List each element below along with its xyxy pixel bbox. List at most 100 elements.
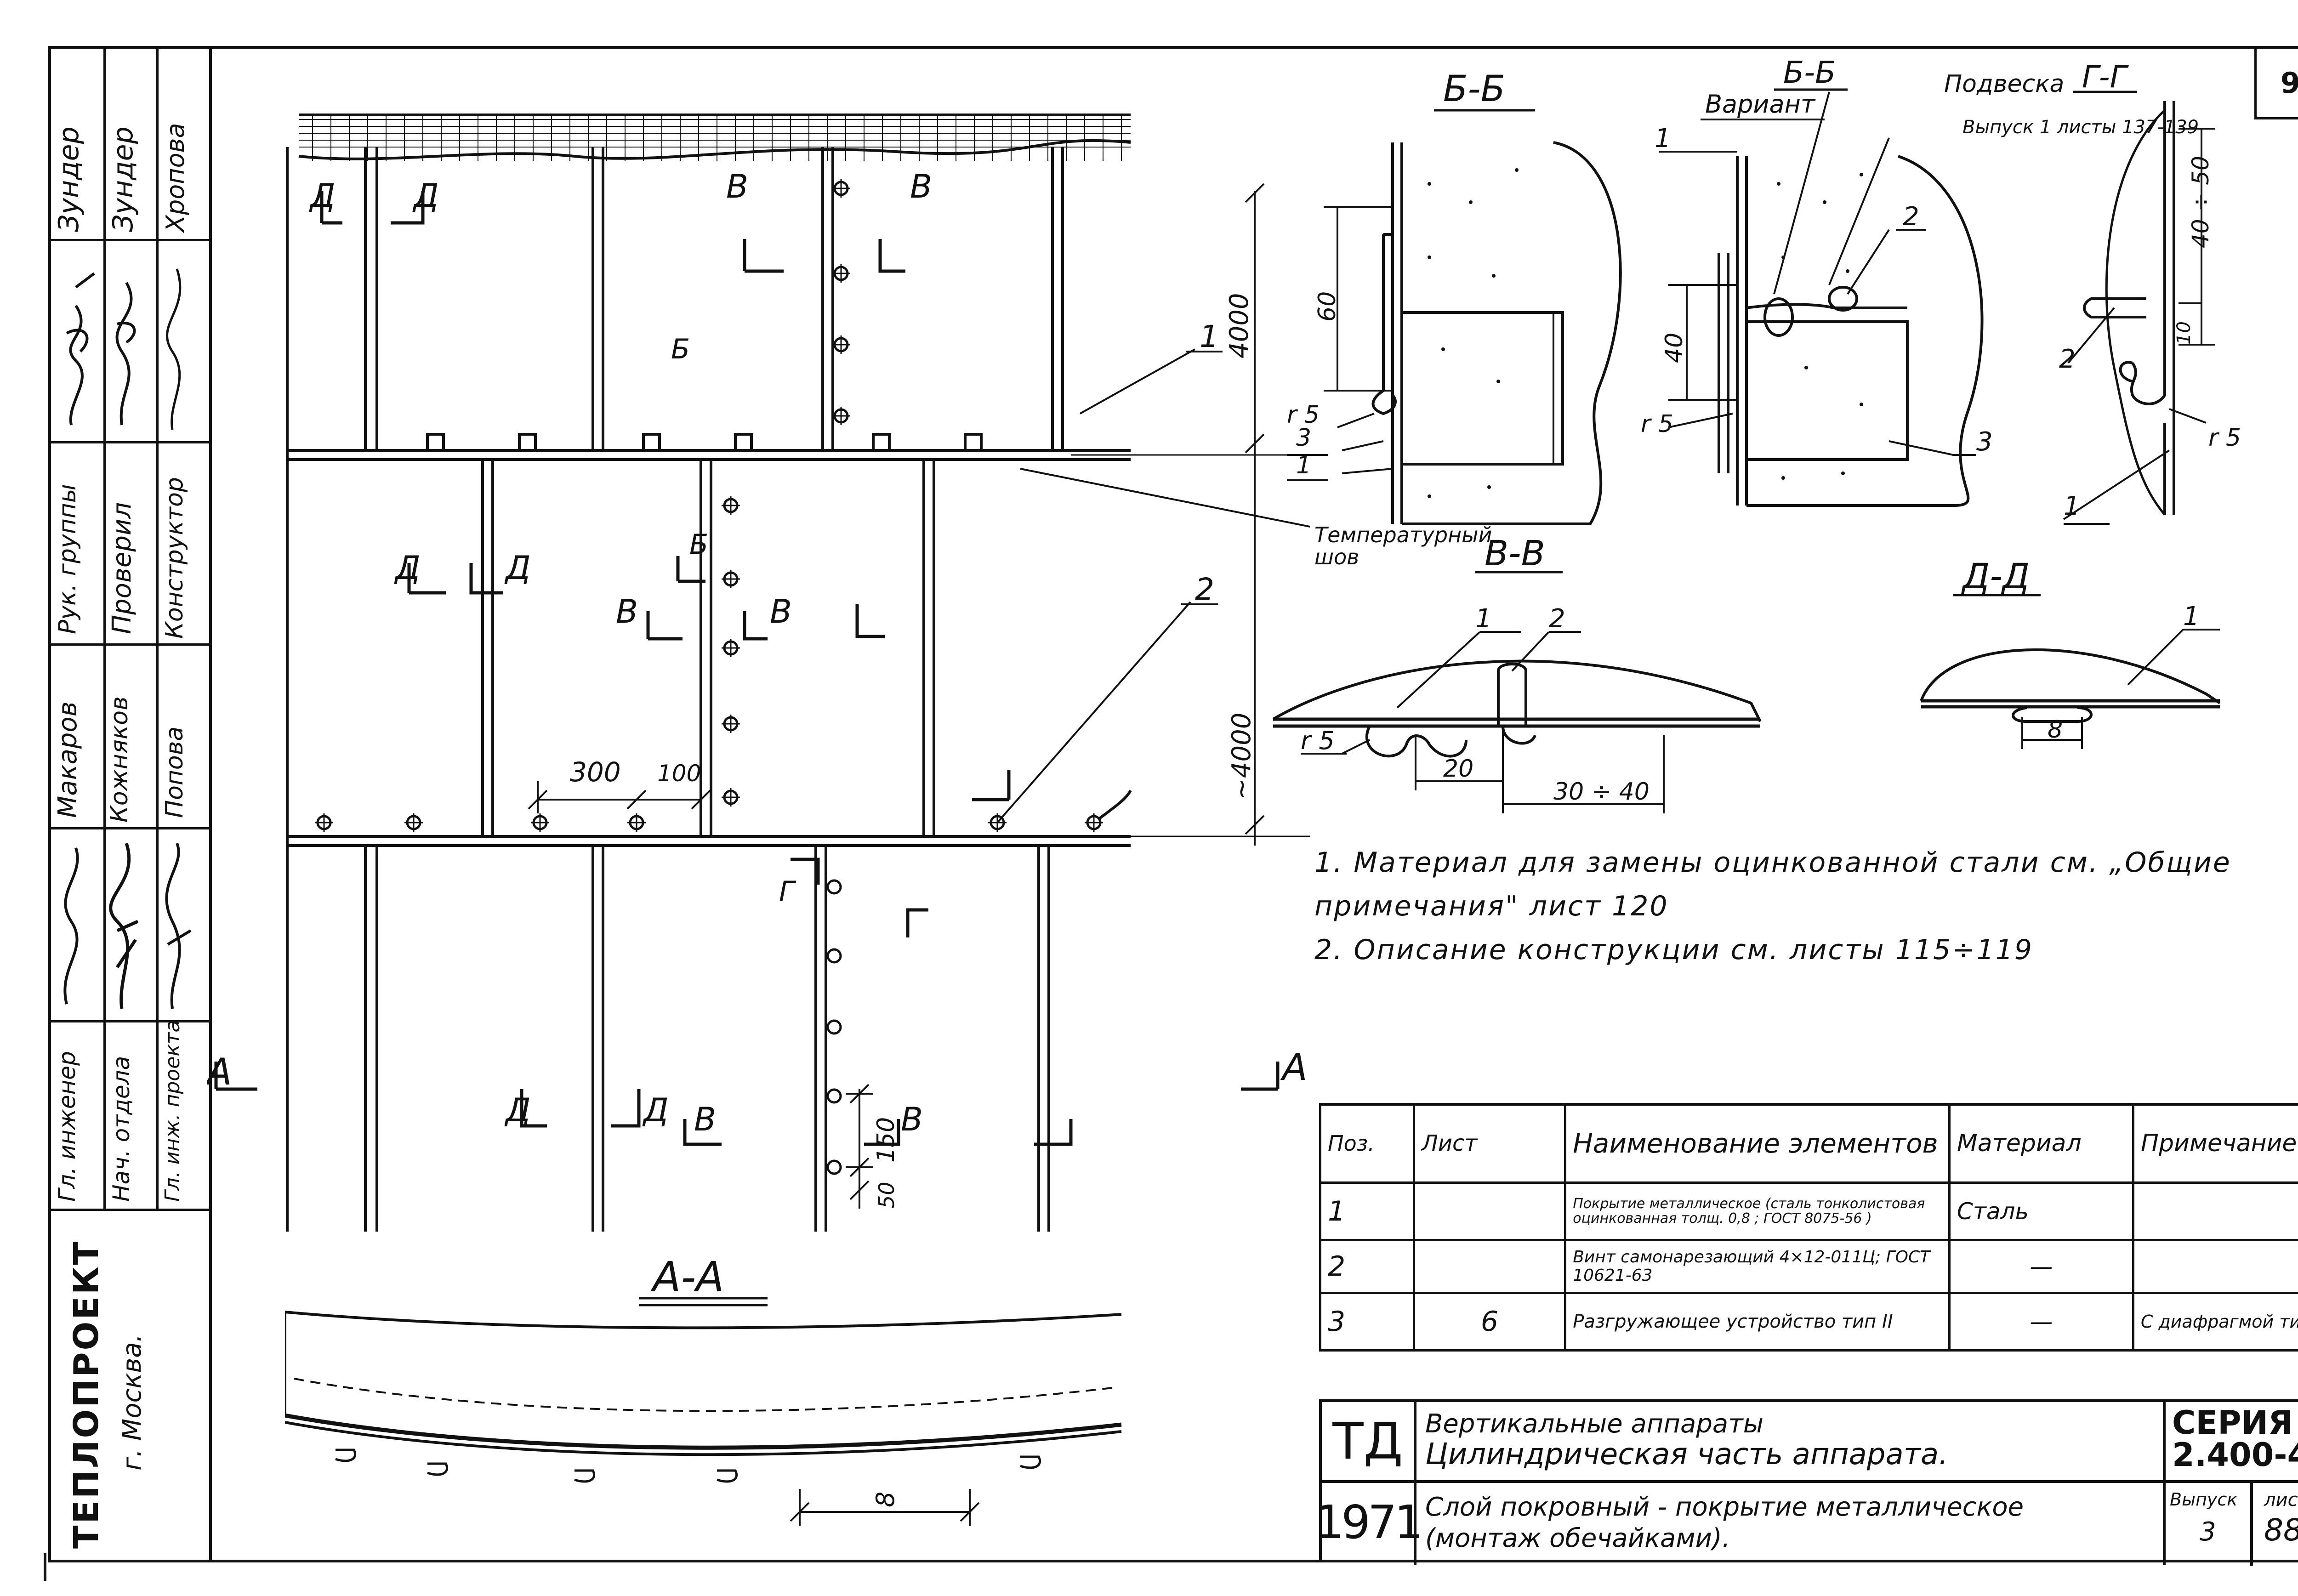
- spec-r1-name: Покрытие металлическое (сталь тонколисто…: [1564, 1181, 1951, 1241]
- spec-r3-pos: 3: [1319, 1291, 1415, 1352]
- subtitle-line2: (монтаж обечайками).: [1425, 1523, 1730, 1553]
- callout-1-bb: 1: [1296, 452, 1311, 479]
- issue-label: Выпуск: [2170, 1489, 2238, 1510]
- variant-label: Вариант: [1705, 90, 1816, 119]
- mark-v3: В: [616, 593, 638, 630]
- note-1: 1. Материал для замены оцинкованной стал…: [1314, 846, 2231, 922]
- dim-10-gg: 10: [2173, 321, 2195, 345]
- title-line2: Цилиндрическая часть аппарата.: [1425, 1437, 1948, 1471]
- mark-a1: А: [207, 1051, 232, 1093]
- mark-d3: Д: [394, 549, 421, 587]
- series-value: 2.400-4: [2172, 1436, 2298, 1474]
- dim-4000-top: 4000: [1224, 293, 1254, 358]
- callout-3-bb: 3: [1296, 424, 1311, 452]
- callout-1-bbv: 1: [1655, 124, 1671, 153]
- org-city: г. Москва.: [117, 1334, 147, 1471]
- frame-tick: [44, 1553, 46, 1581]
- name-makarov: Макаров: [53, 701, 83, 818]
- spec-table: Поз. Лист Наименование элементов Материа…: [1319, 1103, 2298, 1352]
- spec-r2-sheet: [1412, 1238, 1567, 1294]
- spec-r1-material: Сталь: [1948, 1181, 2134, 1241]
- mark-v2: В: [910, 168, 932, 205]
- spec-h-pos: Поз.: [1319, 1103, 1415, 1184]
- mark-g2: Г: [779, 875, 796, 908]
- dim-150: 150: [872, 1117, 900, 1163]
- spec-r2-pos: 2: [1319, 1238, 1415, 1294]
- callout-1-gg: 1: [2064, 491, 2080, 521]
- sheet-label: лист: [2264, 1489, 2298, 1511]
- dim-50: 50: [874, 1181, 899, 1209]
- dim-60-bb: 60: [1314, 291, 1341, 322]
- title-block: ТД 1971 Вертикальные аппараты Цилиндриче…: [1314, 1399, 2298, 1566]
- mark-d4: Д: [504, 549, 531, 587]
- role-chief-project-eng: Гл. инж. проекта: [161, 1020, 184, 1202]
- spec-r3-note: С диафрагмой тип I: [2132, 1291, 2298, 1352]
- issue-value: 3: [2200, 1517, 2216, 1547]
- r5-bb: r 5: [1287, 401, 1320, 429]
- section-bb-variant: Б-Б Вариант Подвеска Выпуск 1 листы 137-…: [1641, 55, 2241, 525]
- left-stamp: Гл. инженер Нач. отдела Гл. инж. проекта…: [48, 46, 212, 1562]
- mark-d5: Д: [504, 1091, 531, 1129]
- callout-1-facade: 1: [1200, 319, 1219, 354]
- mark-d6: Д: [642, 1091, 669, 1129]
- spec-h-material: Материал: [1948, 1103, 2134, 1184]
- dim-4000-mid: ~4000: [1227, 713, 1257, 800]
- callout-1-vv: 1: [1475, 604, 1492, 634]
- spec-h-name: Наименование элементов: [1564, 1103, 1951, 1184]
- dim-300: 300: [570, 756, 621, 788]
- dim-100: 100: [657, 760, 701, 787]
- mark-v5: В: [694, 1101, 716, 1138]
- signatures-lower: [63, 842, 192, 1009]
- suspension-label: Подвеска: [1944, 70, 2064, 98]
- spec-r1-note: [2132, 1181, 2298, 1241]
- spec-h-note: Примечание: [2132, 1103, 2298, 1184]
- r5-bbv: r 5: [1641, 410, 1673, 438]
- name-zunder-1: Зундер: [53, 126, 85, 232]
- section-dd-title: Д-Д: [1961, 556, 2030, 596]
- callout-1-dd: 1: [2183, 602, 2200, 631]
- name-zunder-2: Зундер: [107, 126, 139, 232]
- callout-2-facade: 2: [1195, 572, 1214, 607]
- spec-h-sheet: Лист: [1412, 1103, 1567, 1184]
- role-group-head: Рук. группы: [54, 484, 81, 634]
- r5-gg: r 5: [2208, 424, 2241, 452]
- note-2: 2. Описание конструкции см. листы 115÷11…: [1314, 934, 2034, 966]
- role-chief-engineer: Гл. инженер: [54, 1051, 80, 1202]
- mark-a2: А: [1280, 1046, 1308, 1089]
- sheet-number: 96: [2280, 66, 2298, 100]
- r5-vv: r 5: [1301, 726, 1335, 755]
- mark-d2: Д: [412, 177, 439, 215]
- sheet-value: 88: [2264, 1512, 2298, 1548]
- dim-20-vv: 20: [1443, 755, 1473, 783]
- spec-r2-note: [2132, 1238, 2298, 1294]
- year: 1971: [1314, 1495, 1424, 1549]
- mark-d1: Д: [309, 177, 336, 215]
- temp-seam-label: Температурный шов: [1314, 523, 1492, 569]
- dim-30-40-vv: 30 ÷ 40: [1553, 778, 1650, 806]
- subtitle-line1: Слой покровный - покрытие металлическое: [1425, 1492, 2024, 1522]
- signatures-upper: [66, 268, 182, 430]
- section-gg-title: Г-Г: [2082, 59, 2129, 95]
- role-designer: Конструктор: [161, 477, 188, 639]
- spec-r3-sheet: 6: [1412, 1291, 1567, 1352]
- series-label: СЕРИЯ: [2172, 1404, 2293, 1442]
- spec-row-1: 1 Покрытие металлическое (сталь тонколис…: [1319, 1181, 2298, 1241]
- suspension-ref: Выпуск 1 листы 137-139: [1962, 117, 2199, 138]
- callout-2-vv: 2: [1549, 604, 1565, 634]
- dim-8-dd: 8: [2048, 716, 2063, 744]
- td-mark: ТД: [1332, 1412, 1403, 1471]
- section-bb: Б-Б 60 r 5 3 1: [1287, 68, 1622, 525]
- org-name: ТЕПЛОПРОЕКТ: [67, 1240, 106, 1549]
- dim-40-50-gg: 40 ÷ 50: [2187, 156, 2214, 248]
- callout-2-bbv: 2: [1903, 202, 1919, 232]
- name-popova: Попова: [161, 726, 188, 818]
- spec-row-2: 2 Винт самонарезающий 4×12-011Ц; ГОСТ 10…: [1319, 1238, 2298, 1294]
- mark-b2: Б: [689, 528, 708, 561]
- spec-r3-name: Разгружающее устройство тип II: [1564, 1291, 1951, 1352]
- mark-v1: В: [726, 168, 748, 205]
- section-vv-title: В-В: [1485, 533, 1545, 574]
- dim-8-aa: 8: [871, 1492, 900, 1507]
- spec-r1-pos: 1: [1319, 1181, 1415, 1241]
- callout-2-gg: 2: [2059, 344, 2076, 374]
- notes: 1. Материал для замены оцинкованной стал…: [1314, 841, 2298, 972]
